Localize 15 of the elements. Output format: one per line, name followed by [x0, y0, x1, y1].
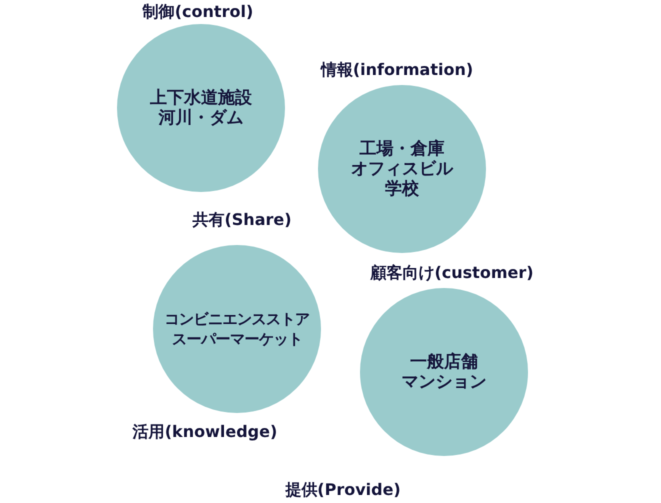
facility-text: 工場・倉庫 — [360, 139, 444, 159]
category-label: 共有(Share) — [192, 210, 292, 230]
facility-text: 河川・ダム — [158, 108, 244, 128]
category-label: 提供(Provide) — [285, 480, 401, 500]
facility-text: コンビニエンスストア — [164, 309, 310, 329]
facility-text: 上下水道施設 — [150, 88, 252, 108]
category-label: 活用(knowledge) — [132, 422, 278, 442]
facility-text: スーパーマーケット — [172, 329, 302, 349]
category-label: 情報(information) — [320, 60, 474, 80]
facility-text: オフィスビル — [351, 159, 453, 179]
category-label: 顧客向け(customer) — [370, 263, 534, 283]
facility-text: マンション — [402, 372, 486, 392]
facility-text: 一般店舗 — [410, 352, 478, 372]
category-label: 制御(control) — [142, 2, 254, 22]
facility-text: 学校 — [385, 179, 419, 199]
